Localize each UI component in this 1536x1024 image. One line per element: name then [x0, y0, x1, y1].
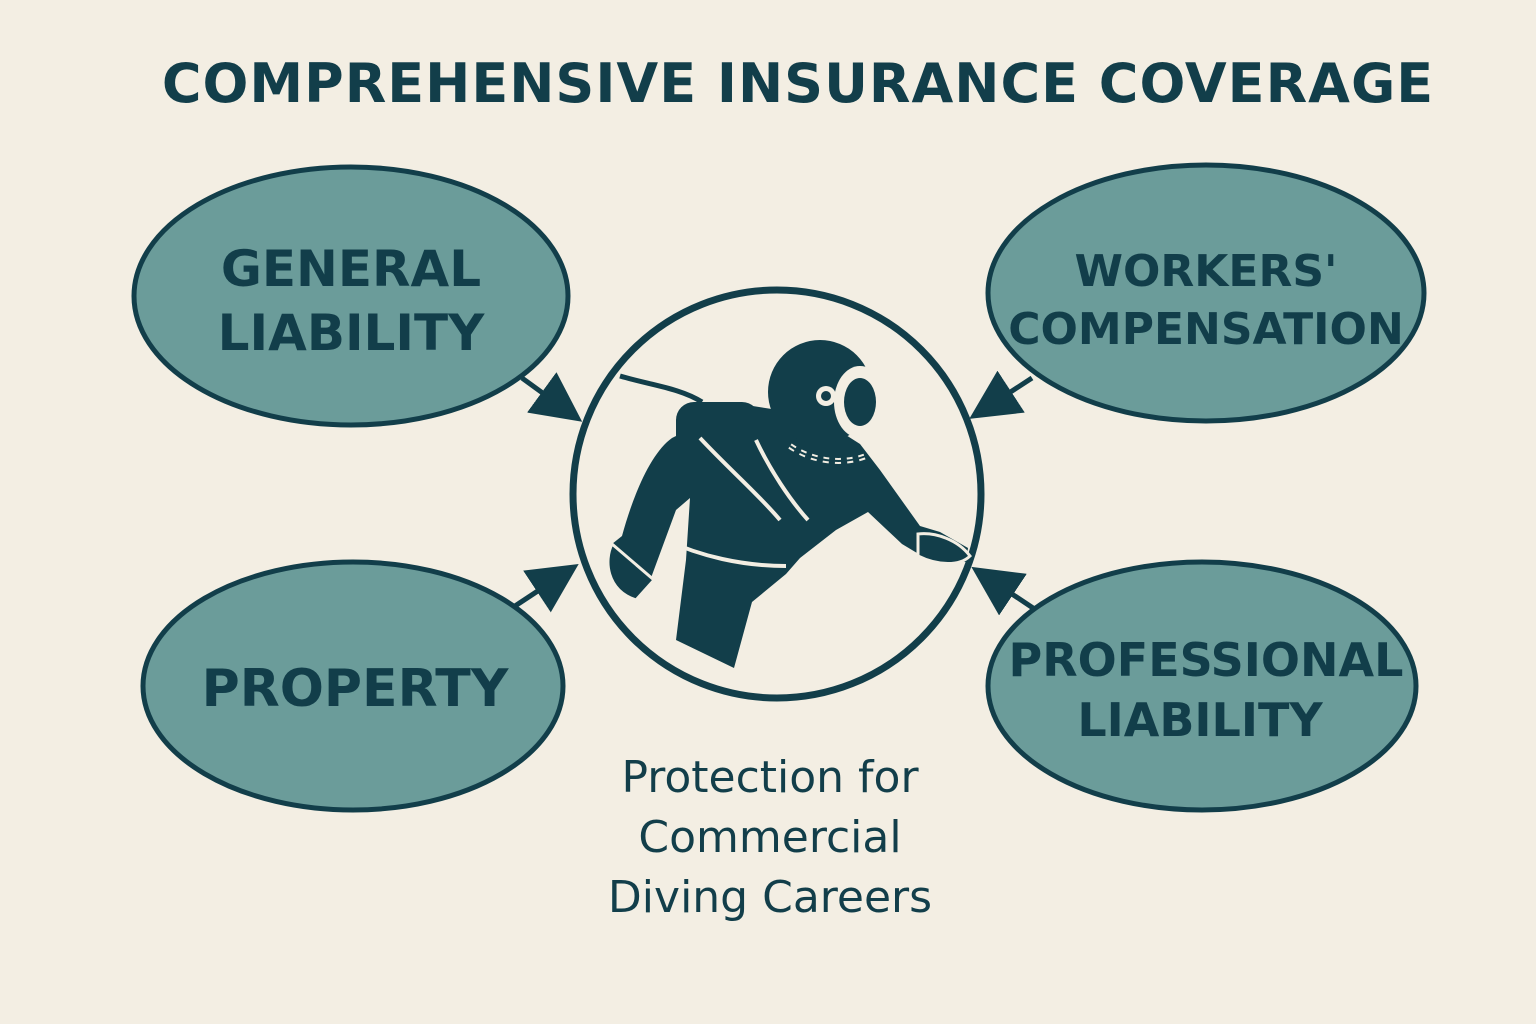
commercial-diver-icon [569, 286, 985, 702]
page-title: COMPREHENSIVE INSURANCE COVERAGE [161, 52, 1435, 115]
node-workers-compensation: WORKERS' COMPENSATION [985, 162, 1427, 424]
node-label-line: PROFESSIONAL [1009, 633, 1404, 687]
node-property: PROPERTY [140, 559, 566, 813]
node-label-line: GENERAL [221, 240, 481, 298]
caption-line: Protection for [621, 752, 919, 803]
arrow-workers-compensation [969, 370, 1034, 419]
arrow-professional-liability [971, 566, 1038, 616]
node-label-line: PROPERTY [202, 659, 510, 719]
node-general-liability: GENERAL LIABILITY [131, 164, 571, 428]
node-label-line: LIABILITY [218, 304, 485, 362]
arrow-property [510, 563, 579, 613]
node-professional-liability: PROFESSIONAL LIABILITY [985, 559, 1419, 813]
caption-line: Commercial [638, 812, 902, 863]
caption: Protection for Commercial Diving Careers [560, 748, 980, 928]
node-label-line: LIABILITY [1077, 693, 1323, 747]
node-label-line: COMPENSATION [1008, 304, 1404, 355]
node-label-line: WORKERS' [1074, 246, 1337, 297]
caption-line: Diving Careers [607, 872, 933, 923]
arrow-general-liability [520, 372, 583, 422]
